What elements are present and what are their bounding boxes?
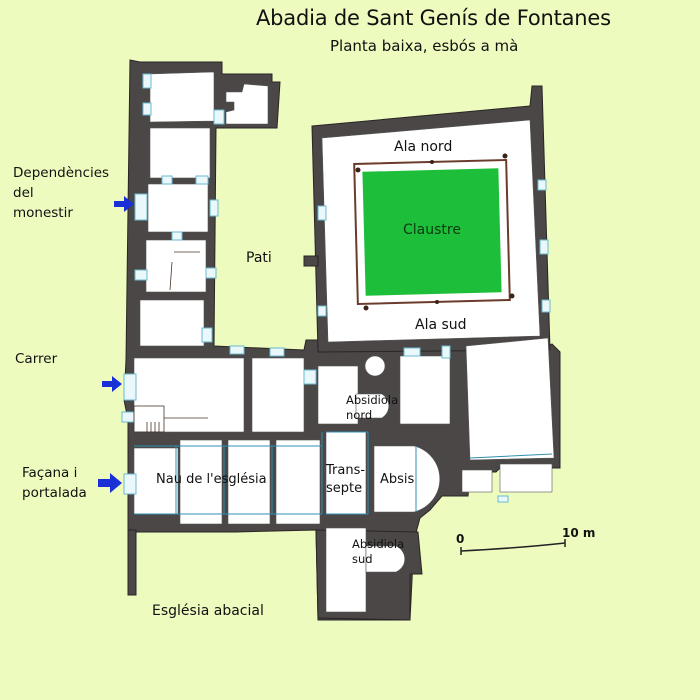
- room-apsidiole-south: [365, 545, 406, 573]
- room-nave-bay-2: [227, 439, 271, 525]
- pati-spur-wall: [303, 255, 319, 267]
- room-transept-north: [317, 365, 359, 425]
- scale-end-label: 10 m: [562, 526, 596, 540]
- arrow-right-icon: [114, 196, 134, 212]
- map-subtitle: Planta baixa, esbós a mà: [330, 37, 519, 55]
- label-facade: Façana i portalada: [22, 465, 87, 501]
- label-dependencies: Dependències del monestir: [13, 165, 110, 221]
- room-east-large: [465, 337, 555, 461]
- room-east-corridor: [399, 355, 451, 425]
- arrow-right-icon: [102, 376, 122, 392]
- room-east-small: [461, 469, 493, 493]
- label-abbey-church: Església abacial: [152, 603, 264, 619]
- room-nave-bay-1: [179, 439, 223, 525]
- room-east-low: [499, 463, 553, 493]
- room-w-4: [145, 239, 207, 293]
- room-apsidiole-north: [355, 393, 390, 419]
- room-transept-south: [325, 527, 367, 613]
- label-south-wing: Ala sud: [415, 317, 467, 333]
- label-courtyard: Pati: [246, 250, 272, 266]
- room-nave-bay-3: [275, 439, 321, 525]
- map-title: Abadia de Sant Genís de Fontanes: [256, 6, 611, 30]
- label-street: Carrer: [15, 351, 58, 367]
- label-nave: Nau de l'església: [156, 472, 267, 487]
- label-apse: Absis: [380, 472, 415, 487]
- room-w-3: [147, 183, 209, 233]
- label-cloister: Claustre: [403, 222, 461, 238]
- label-north-wing: Ala nord: [394, 139, 453, 155]
- scale-start-label: 0: [456, 532, 465, 546]
- scale-bar-line: [460, 539, 566, 555]
- west-spur-wall: [127, 529, 137, 596]
- room-nw-1: [149, 71, 215, 123]
- room-transept: [325, 431, 367, 515]
- cloister-garden: [362, 168, 502, 296]
- room-w-5: [139, 299, 205, 347]
- room-central: [251, 357, 305, 433]
- room-nw-2: [225, 83, 269, 125]
- label-transept: Trans-septe: [326, 463, 366, 496]
- room-small-round: [364, 355, 386, 377]
- arrow-right-icon: [98, 473, 122, 493]
- room-street: [133, 357, 245, 433]
- room-w-2: [149, 127, 211, 179]
- room-apse: [373, 445, 441, 513]
